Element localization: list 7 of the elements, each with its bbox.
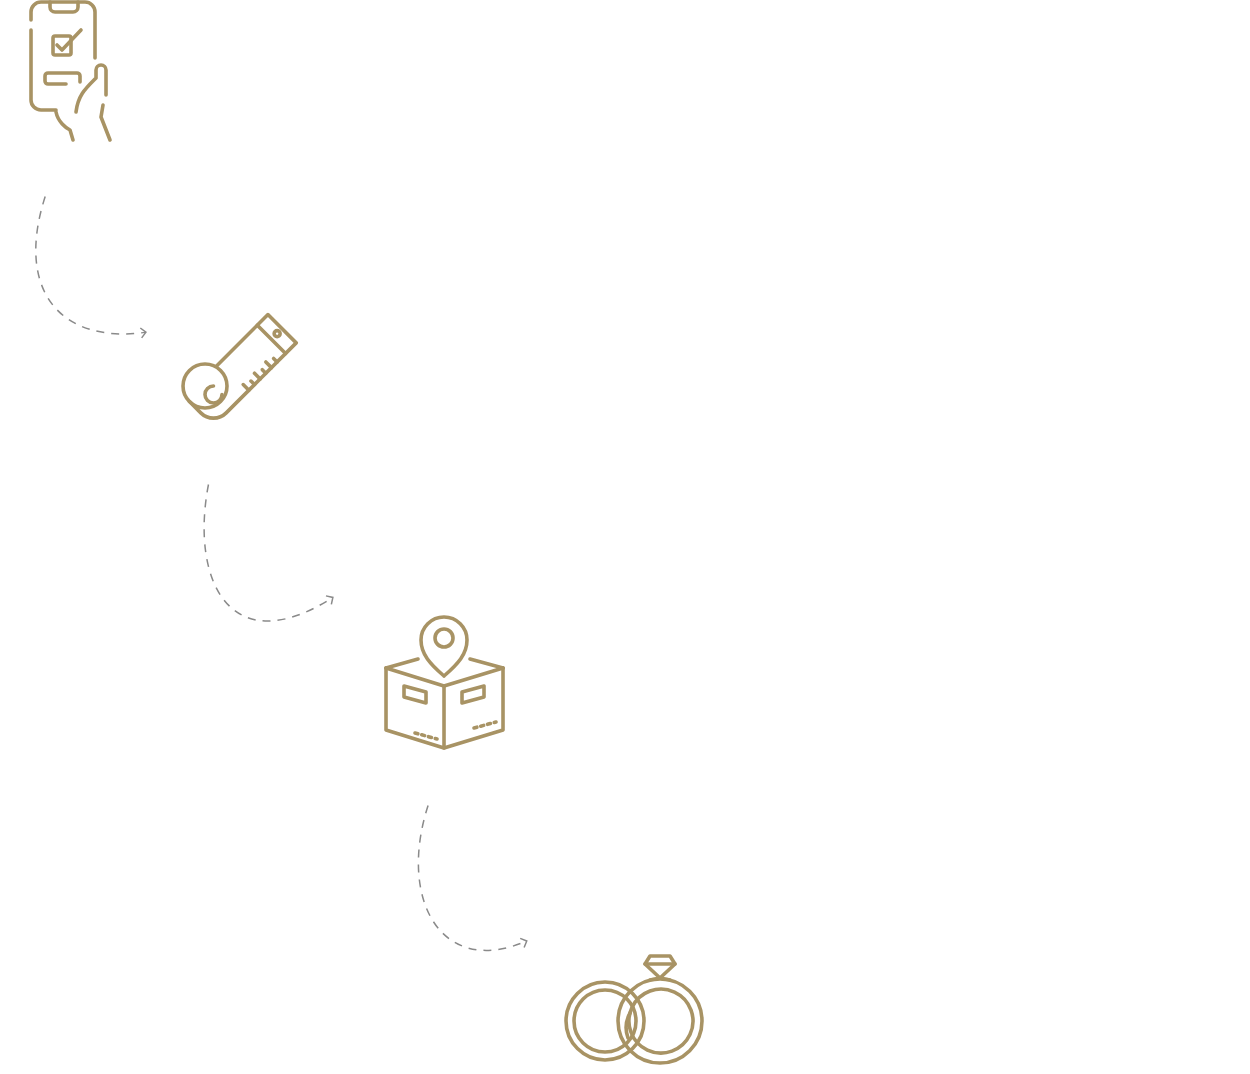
phone-checklist-icon [29, 0, 112, 142]
tape-measure-icon [181, 312, 299, 420]
dashed-arrow [203, 483, 334, 622]
dashed-arrow [417, 804, 528, 952]
dashed-arrow [35, 195, 147, 339]
rings-icon [564, 954, 704, 1065]
parcel-location-icon [384, 615, 505, 750]
